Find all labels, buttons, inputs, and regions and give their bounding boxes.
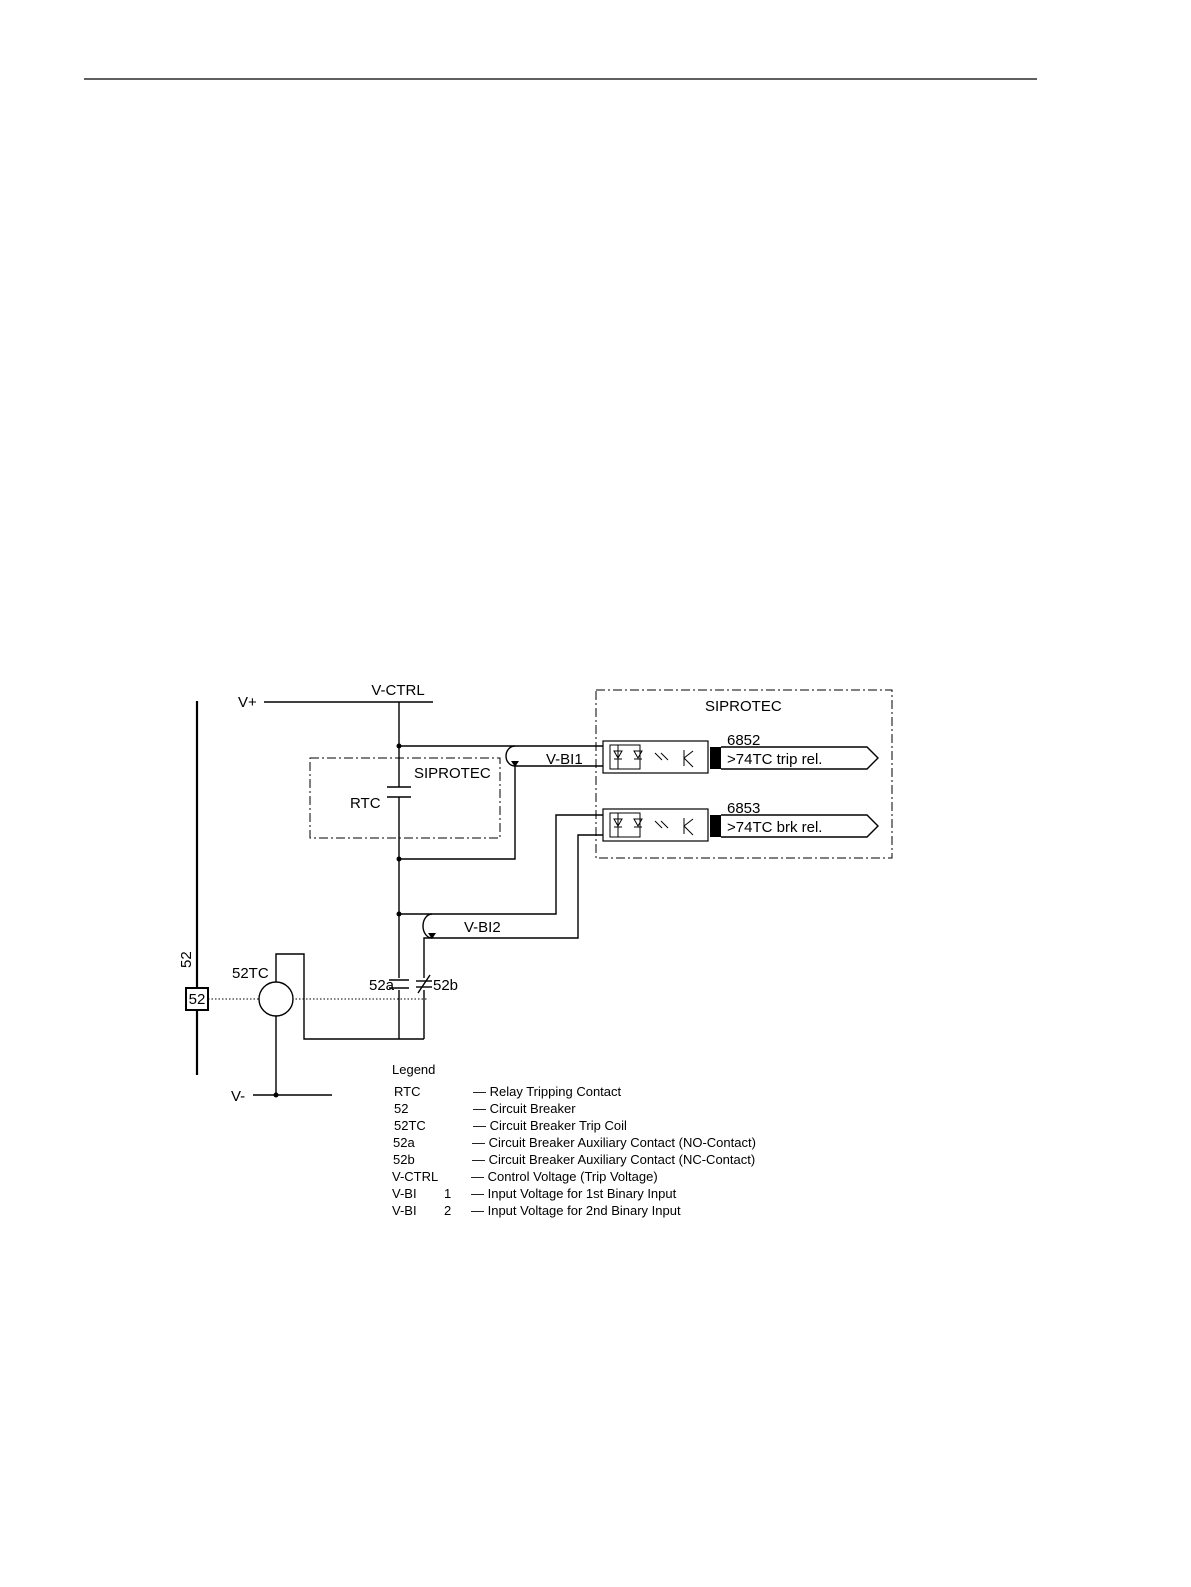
legend-term: RTC [394,1084,420,1099]
bi1-message: >74TC trip rel. [727,751,822,768]
bi2-input-terminal [609,812,641,838]
trip-coil-loop [275,953,424,1040]
bi1-input-terminal [609,744,641,770]
bi1-output-arrow [721,746,879,770]
bi2-terminal-block [710,815,721,837]
v-bi2-label: V-BI2 [464,919,501,936]
bi1-number: 6852 [727,732,760,749]
circuit-breaker-label: 52 [189,991,206,1008]
v-bi2-voltage-arrow [422,913,433,939]
v-bi1-arrowhead [511,761,519,767]
legend-term: V-BI [392,1186,417,1201]
v-ctrl-label: V-CTRL [371,682,424,699]
trip-coil-label: 52TC [232,965,269,982]
legend-item: RTC — Relay Tripping Contact [394,1084,622,1099]
v-minus-label: V- [231,1088,245,1105]
siprotec-outer-label: SIPROTEC [705,698,782,715]
v-bi1-voltage-arrow [505,745,516,767]
legend-desc: — Input Voltage for 1st Binary Input [471,1186,677,1201]
v-plus-label: V+ [238,694,257,711]
bi1-diode-symbols [613,745,694,769]
legend-desc: — Circuit Breaker Auxiliary Contact (NO-… [472,1135,756,1150]
siprotec-inner-box [309,757,501,839]
siprotec-inner-label: SIPROTEC [414,765,491,782]
legend-term: V-CTRL [392,1169,438,1184]
legend-item: 52a — Circuit Breaker Auxiliary Contact … [393,1135,756,1150]
legend-num: 2 [444,1203,451,1218]
contact-52a-label: 52a [369,977,395,994]
bi2-optocoupler-box [602,808,709,842]
legend-desc: — Circuit Breaker Trip Coil [473,1118,627,1133]
legend-term: V-BI [392,1203,417,1218]
legend-num: 1 [444,1186,451,1201]
bi2-message: >74TC brk rel. [727,819,822,836]
legend-term: 52b [393,1152,415,1167]
legend-term: 52TC [394,1118,426,1133]
trip-coil-circle [258,981,294,1017]
legend-item: V-BI 1 — Input Voltage for 1st Binary In… [392,1186,677,1201]
legend-term: 52 [394,1101,408,1116]
legend-item: V-CTRL — Control Voltage (Trip Voltage) [392,1169,658,1184]
legend-desc: — Relay Tripping Contact [473,1084,622,1099]
contact-52b-label: 52b [433,977,458,994]
v-bi1-label: V-BI1 [546,751,583,768]
legend-desc: — Control Voltage (Trip Voltage) [471,1169,658,1184]
rtc-label: RTC [350,795,381,812]
legend-title: Legend [392,1062,435,1077]
v-bi2-arrowhead [428,933,436,939]
legend-desc: — Circuit Breaker [473,1101,576,1116]
bus-label: 52 [178,951,195,968]
bi1-terminal-block [710,747,721,769]
bi2-return-line [423,834,610,978]
legend-desc: — Circuit Breaker Auxiliary Contact (NC-… [472,1152,755,1167]
bi2-feed-line [399,814,610,915]
legend-item: 52TC — Circuit Breaker Trip Coil [394,1118,627,1133]
siprotec-outer-box [595,689,893,859]
bi1-return-line [399,765,610,860]
legend-item: 52 — Circuit Breaker [394,1101,576,1116]
legend-term: 52a [393,1135,415,1150]
legend-item: V-BI 2 — Input Voltage for 2nd Binary In… [392,1203,681,1218]
legend-list: RTC — Relay Tripping Contact 52 — Circui… [392,1084,756,1218]
bi2-output-arrow [721,814,879,838]
contact-52b-slash [417,974,431,994]
bi2-number: 6853 [727,800,760,817]
bi2-diode-symbols [613,813,694,837]
legend-item: 52b — Circuit Breaker Auxiliary Contact … [393,1152,755,1167]
legend-desc: — Input Voltage for 2nd Binary Input [471,1203,681,1218]
bi1-optocoupler-box [602,740,709,774]
